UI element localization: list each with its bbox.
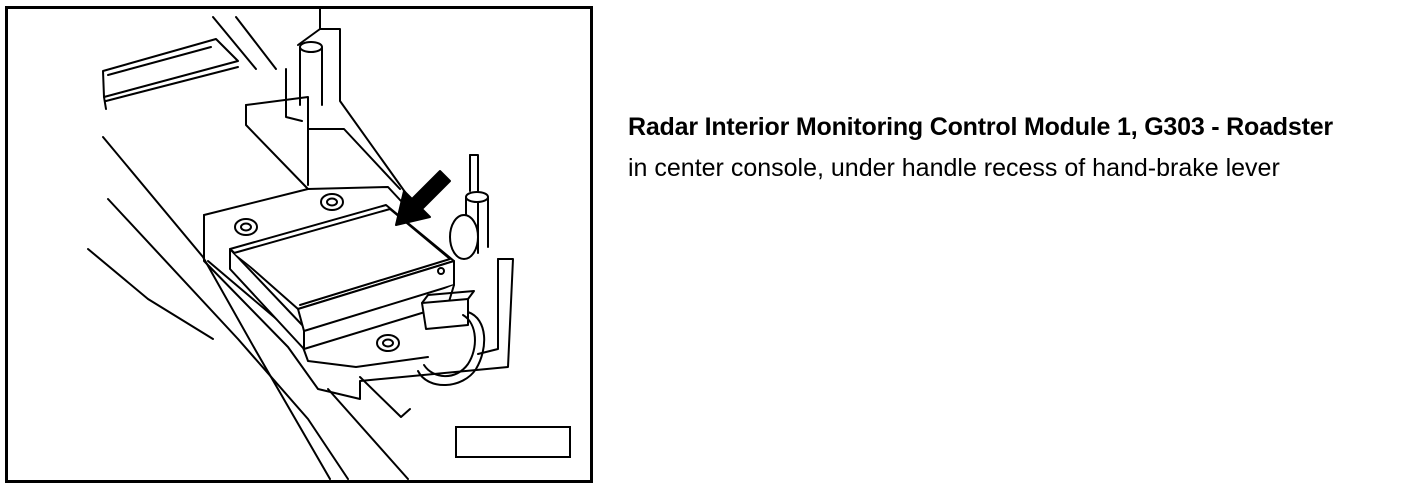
reference-code-box (455, 426, 571, 458)
console-wall (297, 9, 479, 254)
component-location: in center console, under handle recess o… (628, 154, 1280, 182)
mounting-bracket (203, 96, 514, 400)
console-tray (102, 38, 239, 110)
illustration-frame (5, 6, 593, 483)
connector-wire (417, 290, 486, 386)
component-caption: Radar Interior Monitoring Control Module… (628, 113, 1398, 182)
console-edges (87, 16, 411, 480)
control-module (229, 204, 455, 350)
arrow-pointer-icon (395, 170, 451, 226)
mounting-nuts (234, 193, 400, 352)
standoff-posts (285, 41, 489, 260)
module-illustration (87, 9, 514, 480)
component-title: Radar Interior Monitoring Control Module… (628, 113, 1333, 141)
